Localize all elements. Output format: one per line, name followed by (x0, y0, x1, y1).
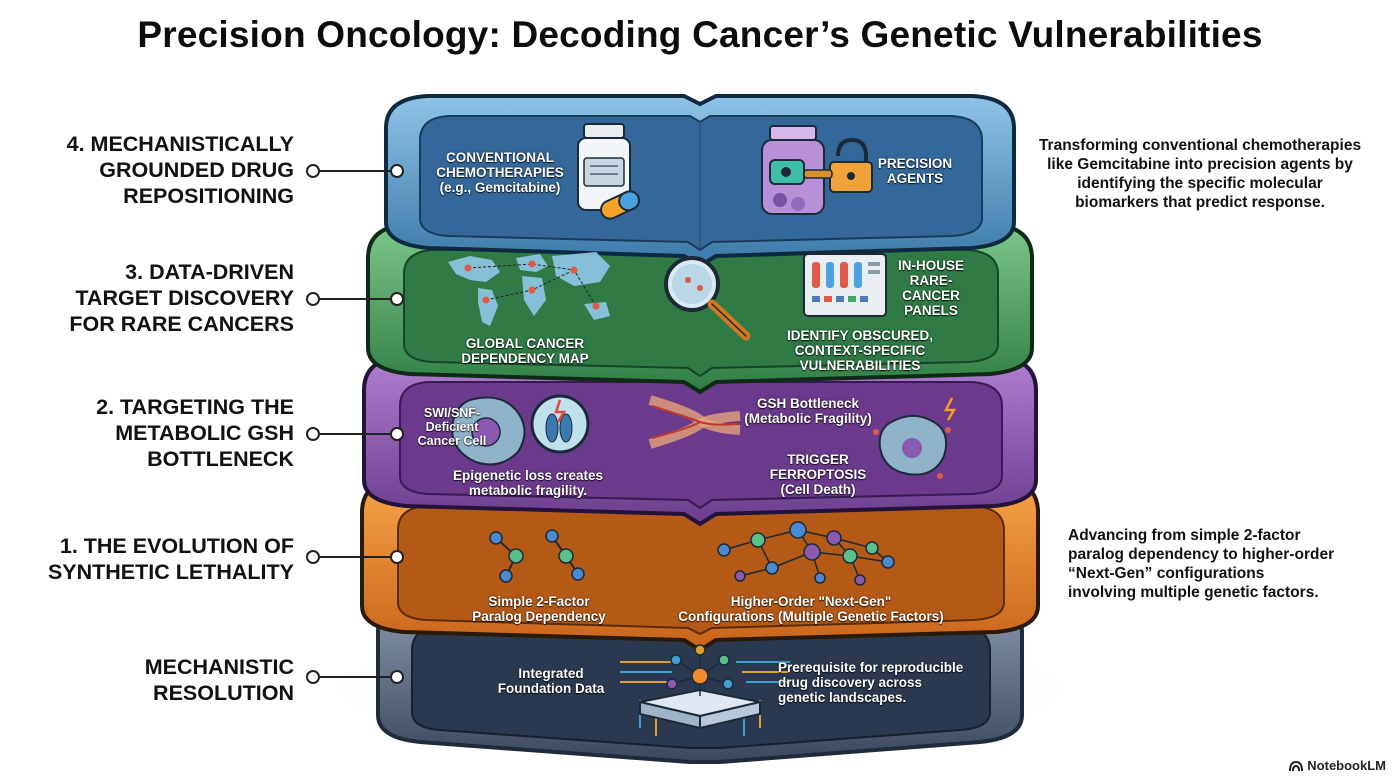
layer-1-connector (306, 550, 404, 564)
padlock-icon (803, 137, 873, 193)
layer-3-connector (306, 292, 404, 306)
layer-2-shape (362, 354, 1038, 527)
rare-cancer-panel-icon (803, 253, 887, 317)
data-hub-network-icon (666, 644, 734, 696)
higher-order-network-icon (717, 521, 895, 586)
simple-molecule-icon-right (545, 529, 585, 581)
foundation-chip-icon (639, 688, 761, 730)
magnifying-glass-icon (664, 256, 751, 341)
higher-order-config-text: Higher-Order "Next-Gen"Configurations (M… (678, 594, 944, 624)
medicine-bottle-icon (577, 123, 631, 211)
layer-1-description: Advancing from simple 2-factor paralog d… (1068, 527, 1335, 601)
brand-text: NotebookLM (1307, 758, 1386, 773)
layer-4-description: Transforming conventional chemotherapies… (1038, 137, 1362, 211)
chromatin-zoom-icon (530, 394, 590, 454)
gsh-bottleneck-icon (648, 395, 741, 449)
layer-2-connector (306, 427, 404, 441)
cancer-cell-icon (450, 396, 526, 466)
map-nodes (464, 260, 600, 310)
layer-4-connector (306, 164, 404, 178)
notebooklm-logo-icon (1289, 760, 1304, 771)
layer-4-shape (384, 94, 1016, 269)
simple-molecule-icon-left (489, 531, 524, 583)
base-layer-connector (306, 670, 404, 684)
notebooklm-brand: NotebookLM (1289, 758, 1386, 773)
pill-capsule-icon (600, 190, 640, 220)
page-title: Precision Oncology: Decoding Cancer’s Ge… (137, 14, 1263, 55)
gsh-bottleneck-text: GSH Bottleneck(Metabolic Fragility) (744, 396, 872, 426)
ferroptosis-cell-icon (873, 397, 957, 479)
